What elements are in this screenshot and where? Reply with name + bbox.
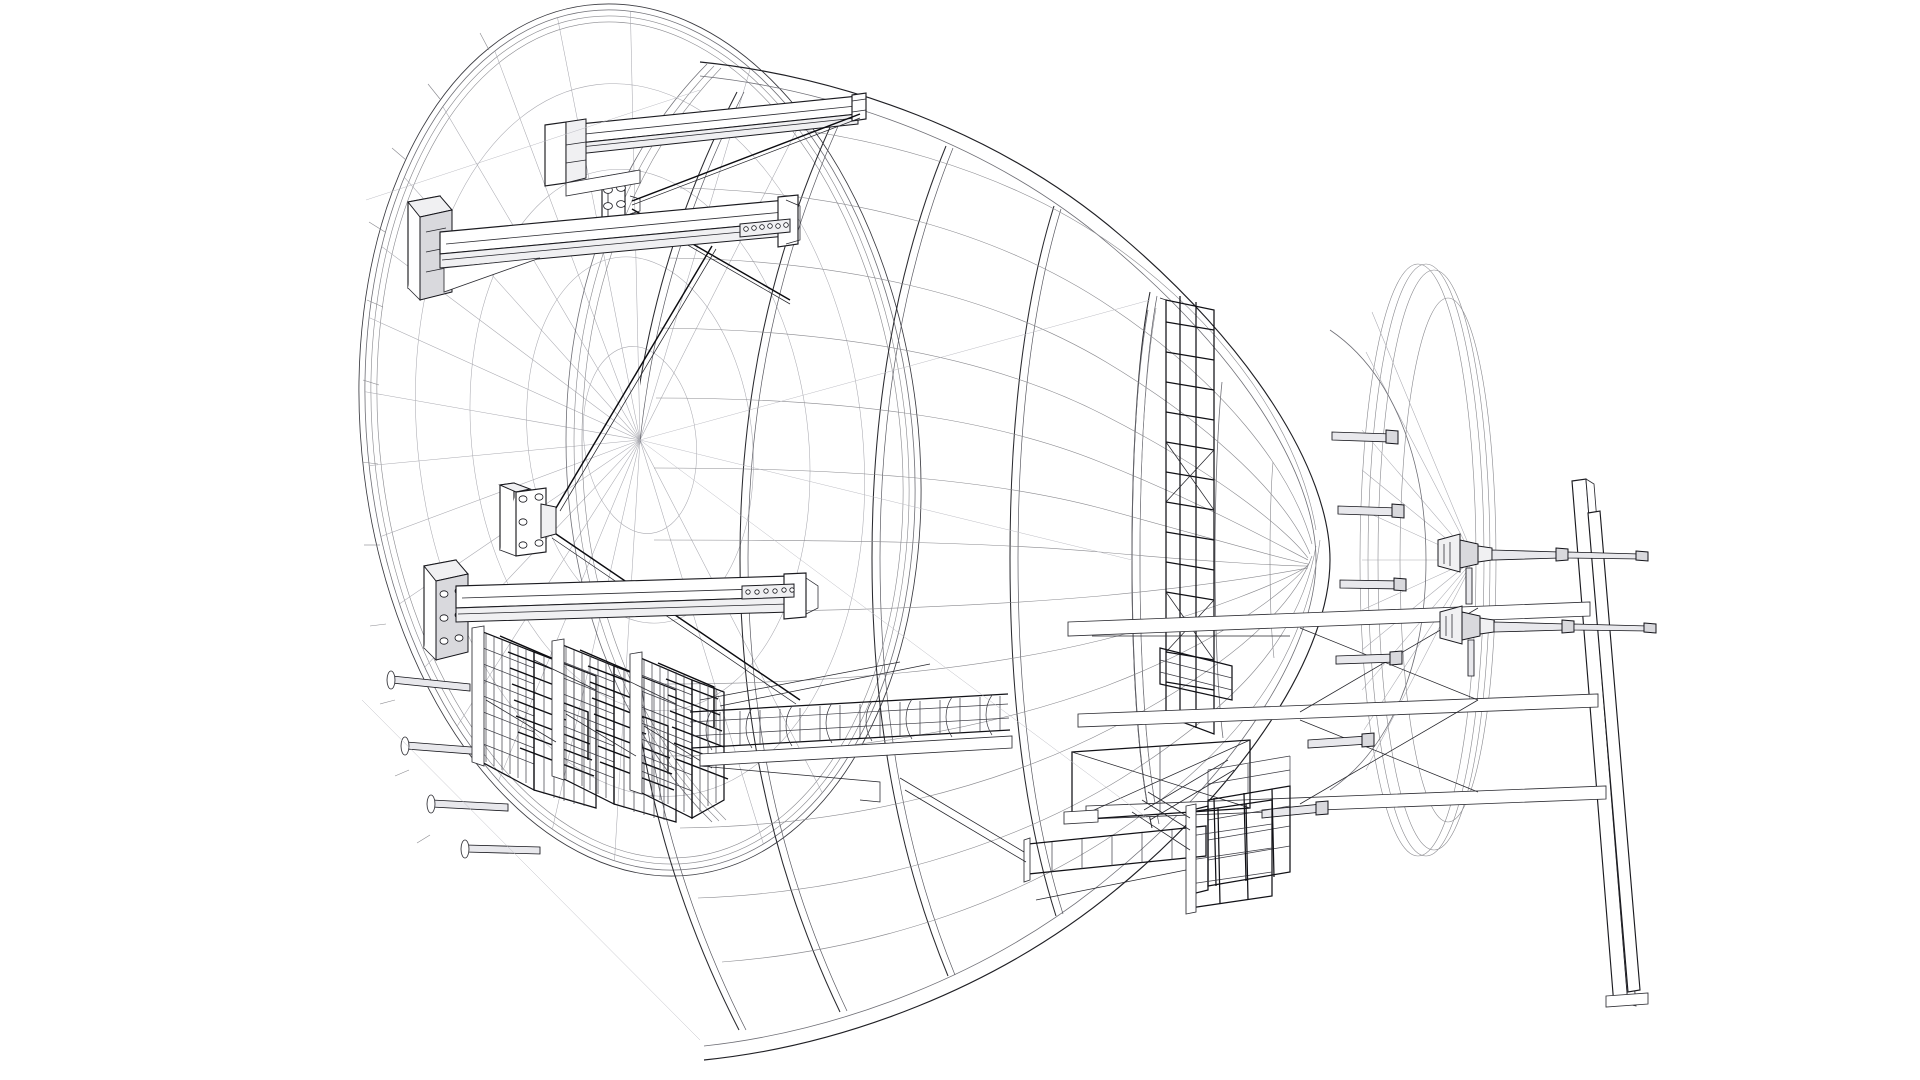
stair-stringers (471, 625, 643, 795)
construction-lines (361, 89, 1151, 1041)
shell-nozzle-stub (1307, 732, 1375, 749)
nozzles (1261, 429, 1657, 819)
saddle-supports (386, 670, 541, 859)
bracket-upper-beam (544, 92, 867, 197)
lower-left-landing (1131, 791, 1273, 915)
shell-nozzle-stub (1339, 577, 1407, 592)
support-frame (1063, 478, 1649, 1008)
saddle-stub (386, 670, 471, 692)
saddle-stub (400, 736, 485, 756)
saddle-stub (426, 794, 509, 814)
saddle-stub (460, 839, 541, 859)
right-platform (1131, 296, 1233, 811)
bracket-lower-end-plate (423, 559, 469, 662)
shell-nozzle-stub (1335, 650, 1403, 666)
bracket-lower-beam (455, 572, 819, 623)
head-rim-bands (358, 3, 922, 877)
head-concentric-rings (415, 83, 865, 797)
gusset-centre-tie-rods (551, 245, 801, 705)
bracket-mid-beam (439, 194, 801, 293)
stair-flight (557, 642, 677, 823)
bottom-struts (899, 759, 1235, 901)
bracket-lower (423, 559, 819, 662)
stair-flight (477, 629, 597, 809)
stair-flight (635, 655, 729, 820)
bracket-upper (544, 92, 867, 305)
shell-nozzle-stub (1331, 429, 1399, 445)
nozzle-valve-assembly (1439, 605, 1657, 677)
lower-right-landing (1023, 755, 1291, 895)
support-frame-lower-bay (1071, 739, 1251, 821)
nozzle-valve-assembly (1437, 533, 1649, 605)
shell-nozzle-stub (1261, 800, 1329, 819)
stair-stack (471, 625, 729, 823)
shell-nozzle-stub (1337, 503, 1405, 519)
head-rim-segments (361, 32, 490, 844)
bracket-mid (407, 194, 801, 302)
caged-ladder-walkway (689, 661, 1013, 803)
gusset-centre (498, 245, 801, 705)
